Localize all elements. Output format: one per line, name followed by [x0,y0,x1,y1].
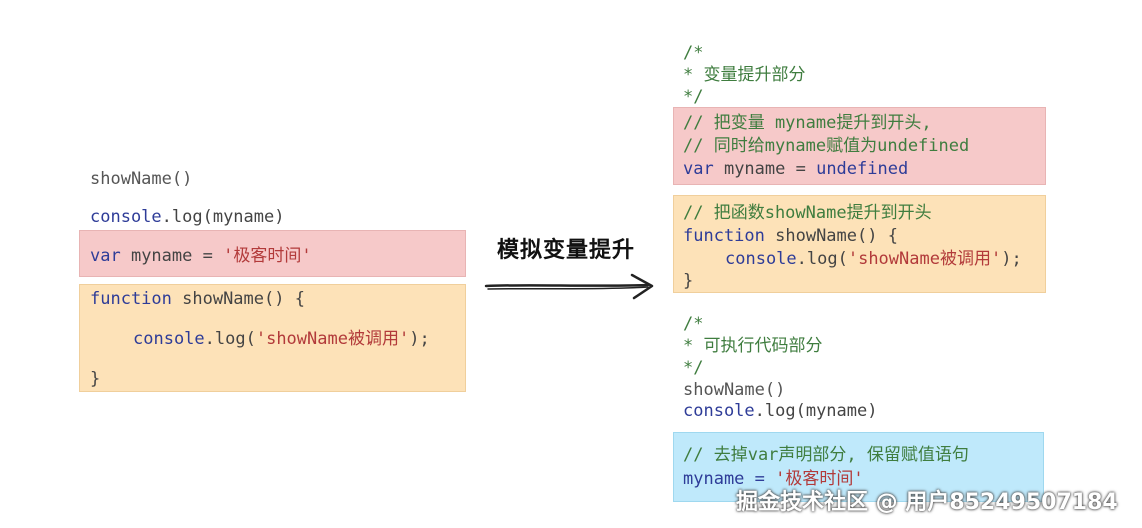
left-function-highlight [79,284,466,392]
left-var-highlight [79,230,466,277]
right-var-highlight [673,107,1046,185]
hoist-comment-text: * 变量提升部分 [683,65,806,85]
var-name: myname = [120,246,224,266]
exec-console-log: console.log(myname) [683,400,877,422]
right-arrow-icon [484,273,654,300]
hoisted-var-declaration: var myname = undefined [683,158,908,180]
hoisting-label: 模拟变量提升 [497,238,636,263]
function-keyword: function [90,289,172,309]
exec-comment-close: */ [683,358,704,378]
assignment-target: myname = [683,469,776,489]
var-keyword: var [683,159,714,179]
exec-comment-text: * 可执行代码部分 [683,336,823,356]
log-call: .log( [204,329,256,349]
hoisted-function-signature: function showName() { [683,225,898,247]
log-call: .log( [796,249,848,269]
var-string: '极客时间' [223,246,312,266]
right-function-highlight [673,195,1046,293]
watermark: 掘金技术社区 @ 用户85249507184 [736,490,1118,515]
log-end: ); [1001,249,1022,269]
hoisted-function-body: console.log('showName被调用'); [725,248,1022,270]
console-keyword: console [133,329,205,349]
function-keyword: function [683,226,765,246]
right-assignment-highlight [673,432,1044,502]
hoist-comment-close: */ [683,87,704,107]
assignment-string: '极客时间' [775,469,864,489]
var-name: myname = [713,159,817,179]
function-name: showName() { [171,289,305,309]
left-showname-call: showName() [90,169,193,189]
log-end: ); [409,329,430,349]
assignment-comment: // 去掉var声明部分, 保留赋值语句 [683,445,969,465]
left-function-close: } [90,369,101,389]
left-function-body: console.log('showName被调用'); [133,328,430,350]
exec-comment-open: /* [683,314,704,334]
undefined-value: undefined [816,159,909,179]
hoist-var-comment-2: // 同时给myname赋值为undefined [683,136,970,156]
console-keyword: console [725,249,797,269]
hoist-var-comment-1: // 把变量 myname提升到开头, [683,113,932,133]
assignment-statement: myname = '极客时间' [683,468,864,490]
console-keyword: console [683,401,755,421]
hoisted-function-close: } [683,271,694,291]
hoist-function-comment: // 把函数showName提升到开头 [683,203,932,223]
exec-showname-call: showName() [683,380,786,400]
left-var-declaration: var myname = '极客时间' [90,245,312,267]
log-string: 'showName被调用' [847,249,1002,269]
log-call: .log(myname) [754,401,878,421]
left-function-signature: function showName() { [90,288,305,310]
function-name: showName() { [764,226,898,246]
hoist-comment-open: /* [683,43,704,63]
log-string: 'showName被调用' [255,329,410,349]
left-console-log: console.log(myname) [90,206,284,228]
log-call: .log(myname) [161,207,285,227]
var-keyword: var [90,246,121,266]
console-keyword: console [90,207,162,227]
